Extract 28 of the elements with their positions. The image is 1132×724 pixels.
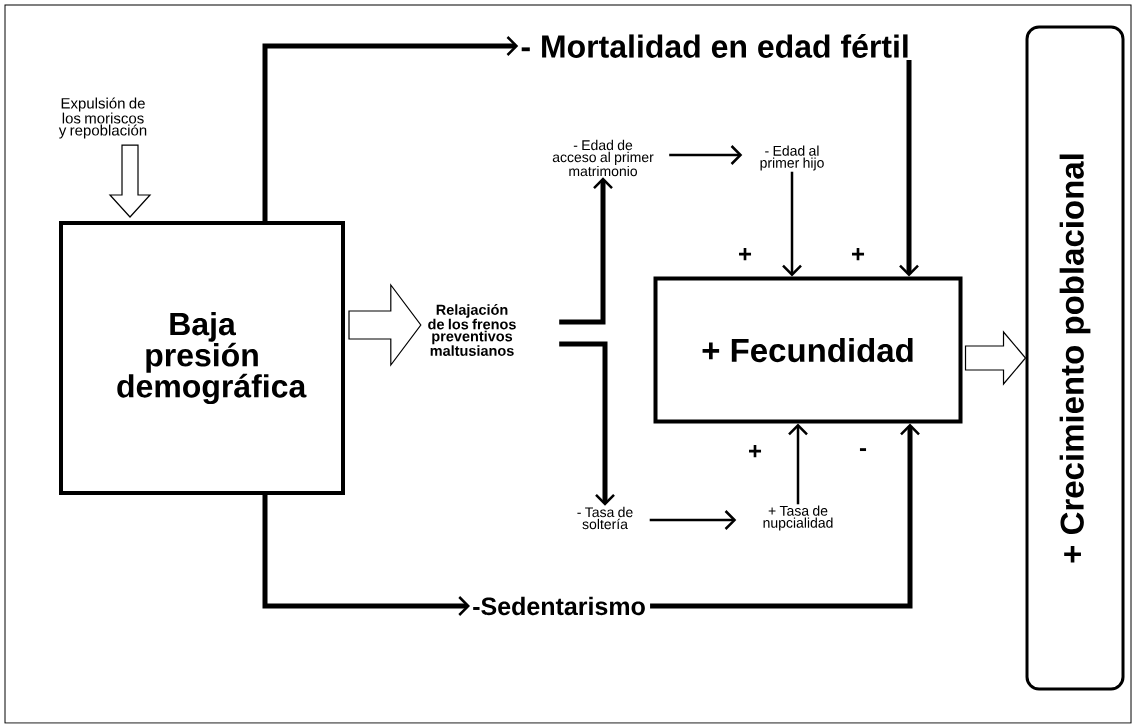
arrow — [559, 177, 613, 325]
arrow — [262, 495, 470, 616]
process-box: + Fecundidad — [653, 276, 963, 424]
arrow — [262, 36, 519, 221]
factor-text: - Mortalidad en edad fértil — [521, 34, 908, 58]
block-arrow — [964, 330, 1027, 386]
arrow — [782, 171, 802, 277]
factor-text: - Edad al primer hijo — [760, 145, 824, 171]
factor-text: -Sedentarismo — [473, 596, 645, 616]
edge-label: + — [749, 445, 762, 458]
block-arrow — [108, 144, 152, 218]
arrow — [669, 145, 743, 165]
arrow — [899, 60, 919, 277]
arrow — [649, 510, 737, 530]
block-arrow — [348, 283, 422, 367]
factor-text: + Tasa de nupcialidad — [763, 505, 833, 531]
arrow — [788, 423, 808, 505]
edge-label: + — [852, 248, 865, 261]
factor-text: - Edad de acceso al primer matrimonio — [552, 139, 654, 177]
factor-text: Relajación de los frenos preventivos maltusianos — [428, 304, 516, 356]
factor-text: - Tasa de soltería — [577, 506, 633, 530]
cause-text: Expulsión de los moriscos y repoblación — [58, 97, 147, 139]
process-box: Baja presión demográfica — [59, 221, 345, 495]
arrow — [650, 423, 920, 609]
arrow — [559, 341, 615, 506]
edge-label: + — [739, 248, 752, 261]
outcome-box: + Crecimiento poblacional — [1025, 25, 1125, 691]
edge-label: - — [859, 448, 867, 452]
